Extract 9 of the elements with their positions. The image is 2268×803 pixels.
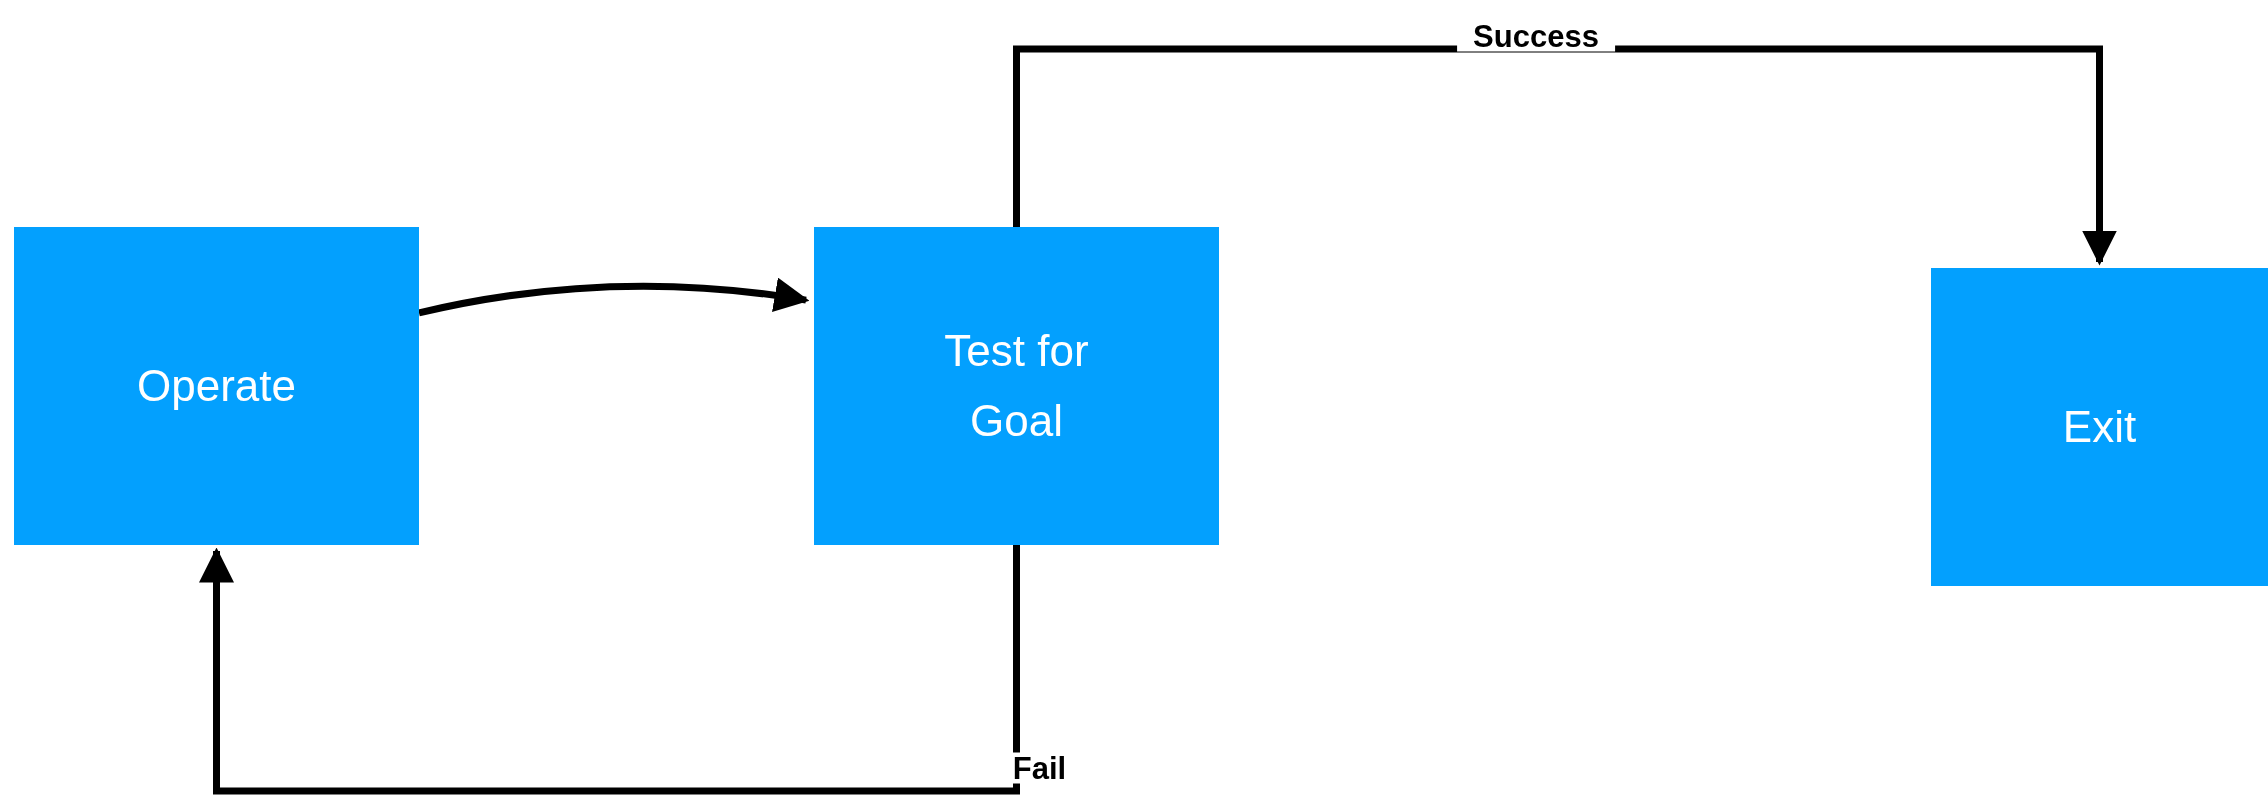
arrow [1013,45,2117,266]
box-label: Test for Goal [943,324,1090,447]
process-box [14,227,419,545]
box-label: Exit [2061,400,2138,453]
arrow [199,545,1020,795]
process-box [814,227,1219,545]
process-box [1931,268,2268,586]
box-label: Operate [136,359,297,412]
arrow [418,278,810,317]
